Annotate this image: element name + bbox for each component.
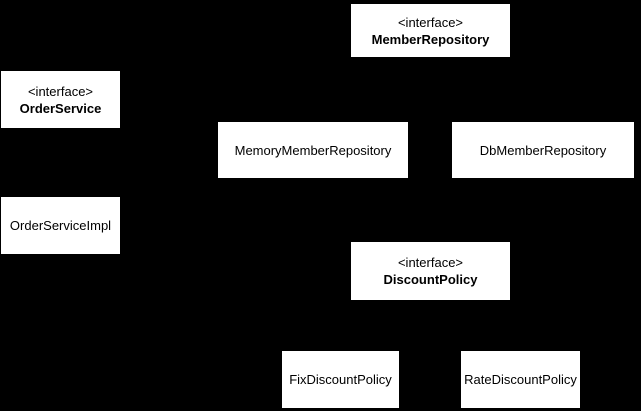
class-name-label: RateDiscountPolicy (464, 372, 577, 387)
class-name-label: MemoryMemberRepository (234, 142, 392, 158)
class-box-db-member-repository: DbMemberRepository (452, 122, 634, 178)
class-box-member-repository: <interface>MemberRepository (351, 4, 510, 57)
class-name-label: OrderService (19, 100, 102, 116)
class-box-discount-policy: <interface> DiscountPolicy (351, 242, 510, 300)
class-box-fix-discount-policy: FixDiscountPolicy (282, 351, 399, 408)
class-name-label: DiscountPolicy (383, 272, 478, 287)
class-box-memory-member-repository: MemoryMemberRepository (218, 122, 408, 178)
class-box-order-service: <interface>OrderService (1, 71, 120, 128)
class-box-rate-discount-policy: RateDiscountPolicy (461, 351, 580, 408)
class-name-label: DbMemberRepository (479, 142, 607, 158)
stereotype-label: <interface> (397, 14, 464, 30)
stereotype-label: <interface> (27, 83, 94, 99)
class-name-label: OrderServiceImpl (9, 218, 112, 233)
stereotype-label: <interface> (397, 255, 464, 270)
class-box-order-service-impl: OrderServiceImpl (1, 197, 120, 254)
class-name-label: FixDiscountPolicy (289, 372, 392, 387)
class-name-label: MemberRepository (371, 31, 490, 47)
